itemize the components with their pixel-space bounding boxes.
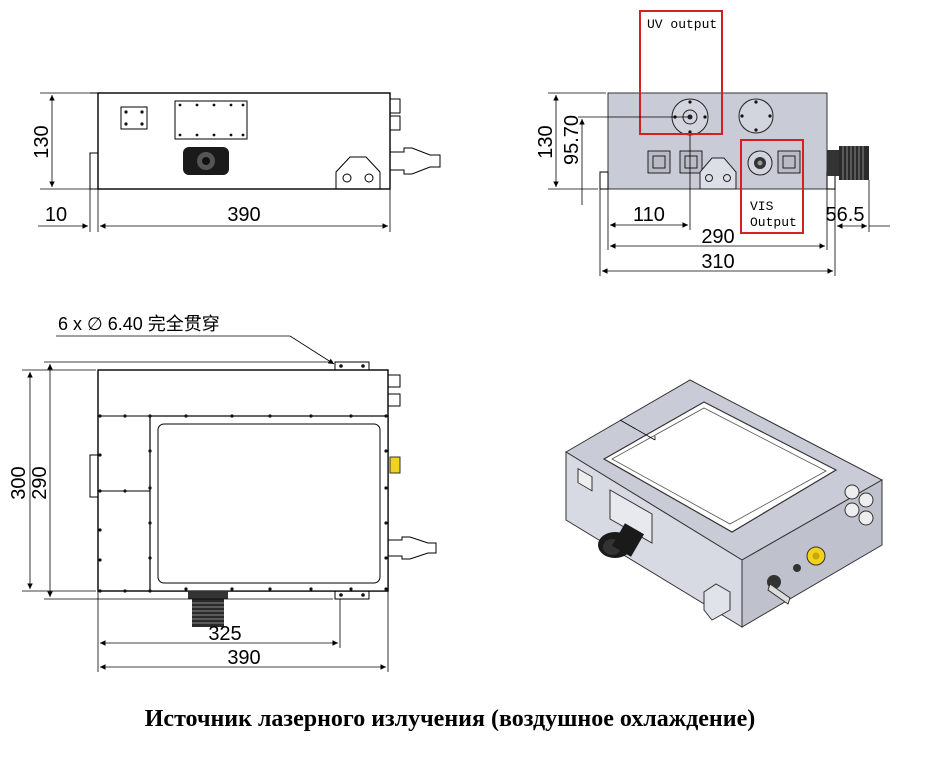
top-window [157, 423, 381, 584]
hole-callout-note: 6 x ∅ 6.40 完全贯穿 [58, 314, 220, 334]
isometric-view [565, 379, 884, 628]
vis-highlight-box [740, 139, 804, 234]
iso-window-plate [609, 489, 653, 544]
iso-square-port [577, 467, 593, 492]
figure-caption: Источник лазерного излучения (воздушное … [144, 706, 756, 732]
side-dim-110: 110 [633, 204, 665, 226]
top-dim-390: 390 [227, 647, 260, 669]
uv-output-label: UV output [647, 17, 717, 32]
top-yellow-connector [389, 456, 401, 474]
top-dim-325: 325 [208, 623, 241, 645]
top-mount-hole-1 [334, 361, 370, 371]
iso-top-window [602, 401, 838, 533]
front-height-dim: 130 [31, 125, 53, 158]
uv-highlight-box [639, 10, 723, 135]
top-dim-300: 300 [8, 466, 30, 499]
front-offset-dim: 10 [45, 204, 67, 226]
front-square-port [120, 106, 148, 130]
side-dim-56-5: 56.5 [826, 204, 865, 226]
vis-output-label-line2: Output [750, 215, 797, 230]
side-round-plate [738, 98, 774, 134]
top-mount-hole-2 [334, 590, 370, 600]
side-square-port-2 [679, 150, 703, 174]
front-window [174, 100, 248, 140]
front-length-dim: 390 [227, 204, 260, 226]
side-square-port-1 [647, 150, 671, 174]
side-view: UV output VIS Output 130 95.70 110 290 3… [535, 10, 890, 276]
front-fiber-gland [389, 147, 441, 175]
side-uv-height-dim: 95.70 [561, 115, 583, 165]
top-fiber-gland [387, 536, 437, 560]
side-square-port-3 [777, 150, 801, 174]
top-view: 6 x ∅ 6.40 完全贯穿 300 290 325 390 [8, 314, 437, 672]
side-dim-290: 290 [701, 226, 734, 248]
iso-glands [844, 484, 874, 526]
iso-mount-bracket [703, 583, 731, 621]
iso-fiber-gland [767, 583, 791, 605]
top-cover-plate [149, 415, 389, 592]
side-dim-310: 310 [701, 251, 734, 273]
front-mount-bracket [335, 156, 381, 189]
top-dim-290: 290 [29, 466, 51, 499]
vis-output-label-line1: VIS [750, 199, 774, 214]
iso-power-connector [598, 523, 645, 558]
side-heatsink-connector [827, 146, 869, 180]
top-heatsink [188, 591, 228, 627]
front-view: 130 10 390 [31, 92, 441, 232]
side-height-dim: 130 [535, 125, 557, 158]
